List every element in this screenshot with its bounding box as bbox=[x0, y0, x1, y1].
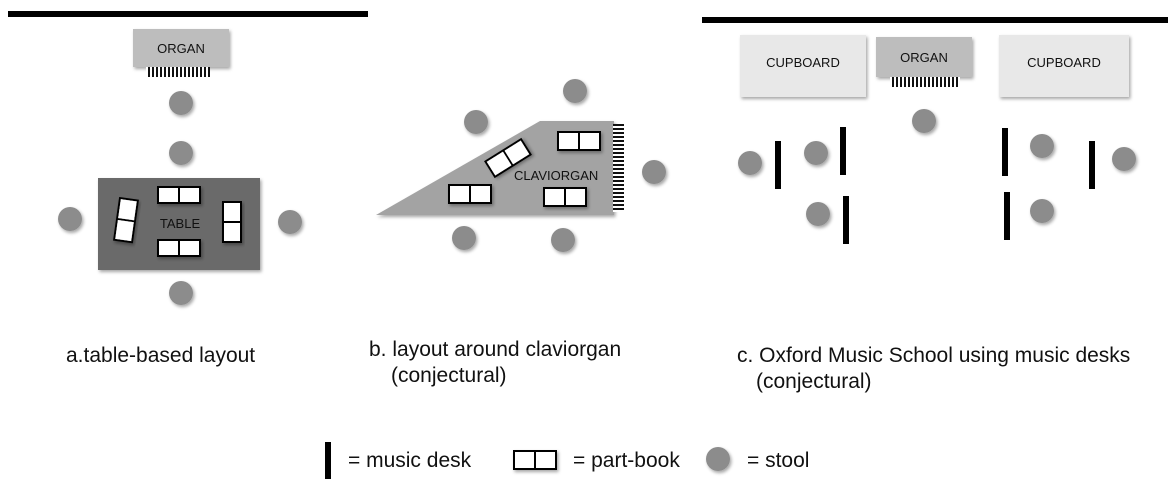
caption-c-line2: (conjectural) bbox=[756, 370, 872, 393]
stool-icon bbox=[563, 79, 587, 103]
stool-icon bbox=[642, 160, 666, 184]
stool-icon bbox=[58, 207, 82, 231]
claviorgan-keyboard-icon bbox=[613, 124, 624, 212]
part-book-icon bbox=[222, 201, 242, 243]
organ-box bbox=[876, 37, 972, 77]
panel-a-table-layout: ORGAN TABLE a.table-based layout bbox=[8, 11, 368, 367]
caption-b-line1: b. layout around claviorgan bbox=[369, 338, 621, 361]
stool-icon bbox=[169, 91, 193, 115]
caption-b-line2: (conjectural) bbox=[391, 364, 507, 387]
organ-label: ORGAN bbox=[900, 50, 948, 65]
part-book-icon bbox=[157, 186, 201, 204]
music-desk-icon bbox=[1004, 192, 1010, 240]
music-desk-icon bbox=[840, 127, 846, 175]
legend-music-desk-icon bbox=[325, 442, 331, 479]
stool-icon bbox=[452, 226, 476, 250]
part-book-icon bbox=[113, 196, 139, 244]
stool-icon bbox=[1030, 134, 1054, 158]
part-book-icon bbox=[157, 239, 201, 257]
stool-icon bbox=[169, 141, 193, 165]
stool-icon bbox=[806, 202, 830, 226]
stool-icon bbox=[464, 110, 488, 134]
part-book-icon bbox=[557, 131, 601, 151]
legend-part-book-label: = part-book bbox=[573, 449, 680, 472]
table-label: TABLE bbox=[160, 216, 201, 231]
panel-c-music-school-layout: CUPBOARD ORGAN CUPBOARD c. Oxford Music … bbox=[702, 17, 1168, 393]
cupboard-right-label: CUPBOARD bbox=[1027, 55, 1101, 70]
cupboard-right bbox=[999, 35, 1129, 97]
stool-icon bbox=[278, 210, 302, 234]
stool-icon bbox=[551, 228, 575, 252]
caption-a: a.table-based layout bbox=[66, 344, 255, 367]
music-desk-icon bbox=[1089, 141, 1095, 189]
stool-icon bbox=[1030, 199, 1054, 223]
stool-icon bbox=[738, 151, 762, 175]
claviorgan-label: CLAVIORGAN bbox=[514, 168, 598, 183]
panel-b-claviorgan-layout: CLAVIORGAN b. layout around claviorgan (… bbox=[369, 79, 666, 387]
stool-icon bbox=[804, 141, 828, 165]
caption-c-line1: c. Oxford Music School using music desks bbox=[737, 344, 1130, 367]
organ-label: ORGAN bbox=[157, 41, 205, 56]
wall-line bbox=[8, 11, 368, 17]
legend-stool-icon bbox=[706, 447, 730, 471]
organ-box bbox=[133, 29, 229, 67]
part-book-icon bbox=[448, 184, 492, 204]
cupboard-left bbox=[740, 35, 866, 97]
organ-keyboard-icon bbox=[146, 67, 210, 77]
music-desk-icon bbox=[1002, 128, 1008, 176]
legend-part-book-icon bbox=[513, 450, 557, 470]
wall-line bbox=[702, 17, 1168, 23]
stool-icon bbox=[169, 281, 193, 305]
organ-keyboard-icon bbox=[890, 77, 960, 87]
music-desk-icon bbox=[843, 196, 849, 244]
stool-icon bbox=[912, 109, 936, 133]
stool-icon bbox=[1112, 147, 1136, 171]
legend-stool-label: = stool bbox=[747, 449, 809, 472]
music-desk-icon bbox=[775, 141, 781, 189]
legend-music-desk-label: = music desk bbox=[348, 449, 472, 472]
part-book-icon bbox=[484, 137, 532, 179]
legend: = music desk = part-book = stool bbox=[325, 442, 809, 479]
part-book-icon bbox=[543, 187, 587, 207]
cupboard-left-label: CUPBOARD bbox=[766, 55, 840, 70]
